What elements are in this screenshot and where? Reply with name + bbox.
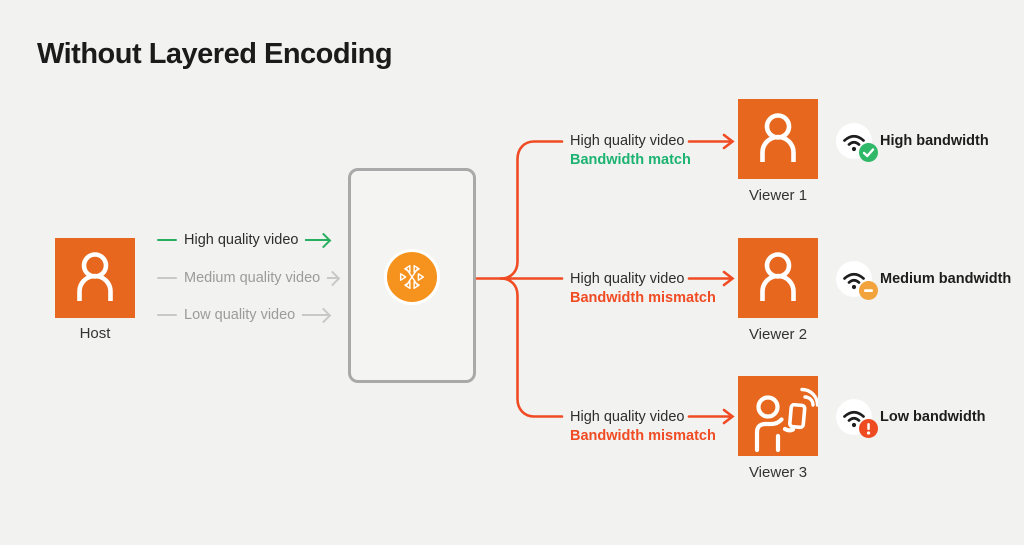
viewer1-stream-text: High quality video Bandwidth match bbox=[570, 132, 750, 169]
bandwidth-status-label: Bandwidth mismatch bbox=[570, 428, 716, 444]
stream-line-start bbox=[157, 313, 177, 317]
stream-label: Low quality video bbox=[184, 307, 296, 323]
received-stream-label: High quality video bbox=[570, 271, 685, 287]
viewer2-label: Viewer 2 bbox=[748, 326, 808, 343]
arrow-right-icon bbox=[327, 276, 340, 280]
received-stream-label: High quality video bbox=[570, 409, 685, 425]
viewer3-bandwidth-label: Low bandwidth bbox=[880, 409, 986, 425]
viewer2-wifi-indicator bbox=[836, 261, 878, 300]
person-with-phone-icon bbox=[738, 376, 818, 456]
stream-row-high-quality: High quality video bbox=[157, 230, 330, 250]
viewer2-bandwidth-label: Medium bandwidth bbox=[880, 271, 1012, 287]
viewer1-label: Viewer 1 bbox=[748, 187, 808, 204]
ant-media-server-logo bbox=[384, 249, 440, 305]
stream-label: High quality video bbox=[184, 232, 299, 248]
viewer3-node bbox=[738, 376, 818, 456]
page-title: Without Layered Encoding bbox=[37, 38, 393, 70]
viewer3-label: Viewer 3 bbox=[748, 464, 808, 481]
host-label: Host bbox=[79, 325, 111, 342]
bandwidth-status-label: Bandwidth mismatch bbox=[570, 290, 716, 306]
check-icon bbox=[859, 143, 878, 162]
exclamation-icon bbox=[859, 419, 878, 438]
media-server-box bbox=[348, 168, 476, 383]
stream-line-start bbox=[157, 276, 177, 280]
wifi-icon bbox=[836, 399, 872, 435]
viewer2-node bbox=[738, 238, 818, 318]
stream-label: Medium quality video bbox=[184, 270, 321, 286]
arrow-right-icon bbox=[302, 313, 330, 317]
viewer3-stream-text: High quality video Bandwidth mismatch bbox=[570, 408, 750, 445]
viewer1-bandwidth-label: High bandwidth bbox=[880, 133, 989, 149]
person-icon bbox=[738, 238, 818, 318]
wifi-icon bbox=[836, 123, 872, 159]
person-icon bbox=[55, 238, 135, 318]
viewer3-wifi-indicator bbox=[836, 399, 878, 438]
minus-icon bbox=[859, 281, 878, 300]
arrow-right-icon bbox=[305, 238, 330, 242]
person-icon bbox=[738, 99, 818, 179]
viewer2-stream-text: High quality video Bandwidth mismatch bbox=[570, 270, 750, 307]
host-node bbox=[55, 238, 135, 318]
bandwidth-status-label: Bandwidth match bbox=[570, 152, 691, 168]
viewer1-wifi-indicator bbox=[836, 123, 878, 162]
wifi-icon bbox=[836, 261, 872, 297]
stream-line-start bbox=[157, 238, 177, 242]
received-stream-label: High quality video bbox=[570, 133, 685, 149]
stream-row-medium-quality: Medium quality video bbox=[157, 268, 340, 288]
stream-row-low-quality: Low quality video bbox=[157, 305, 330, 325]
viewer1-node bbox=[738, 99, 818, 179]
